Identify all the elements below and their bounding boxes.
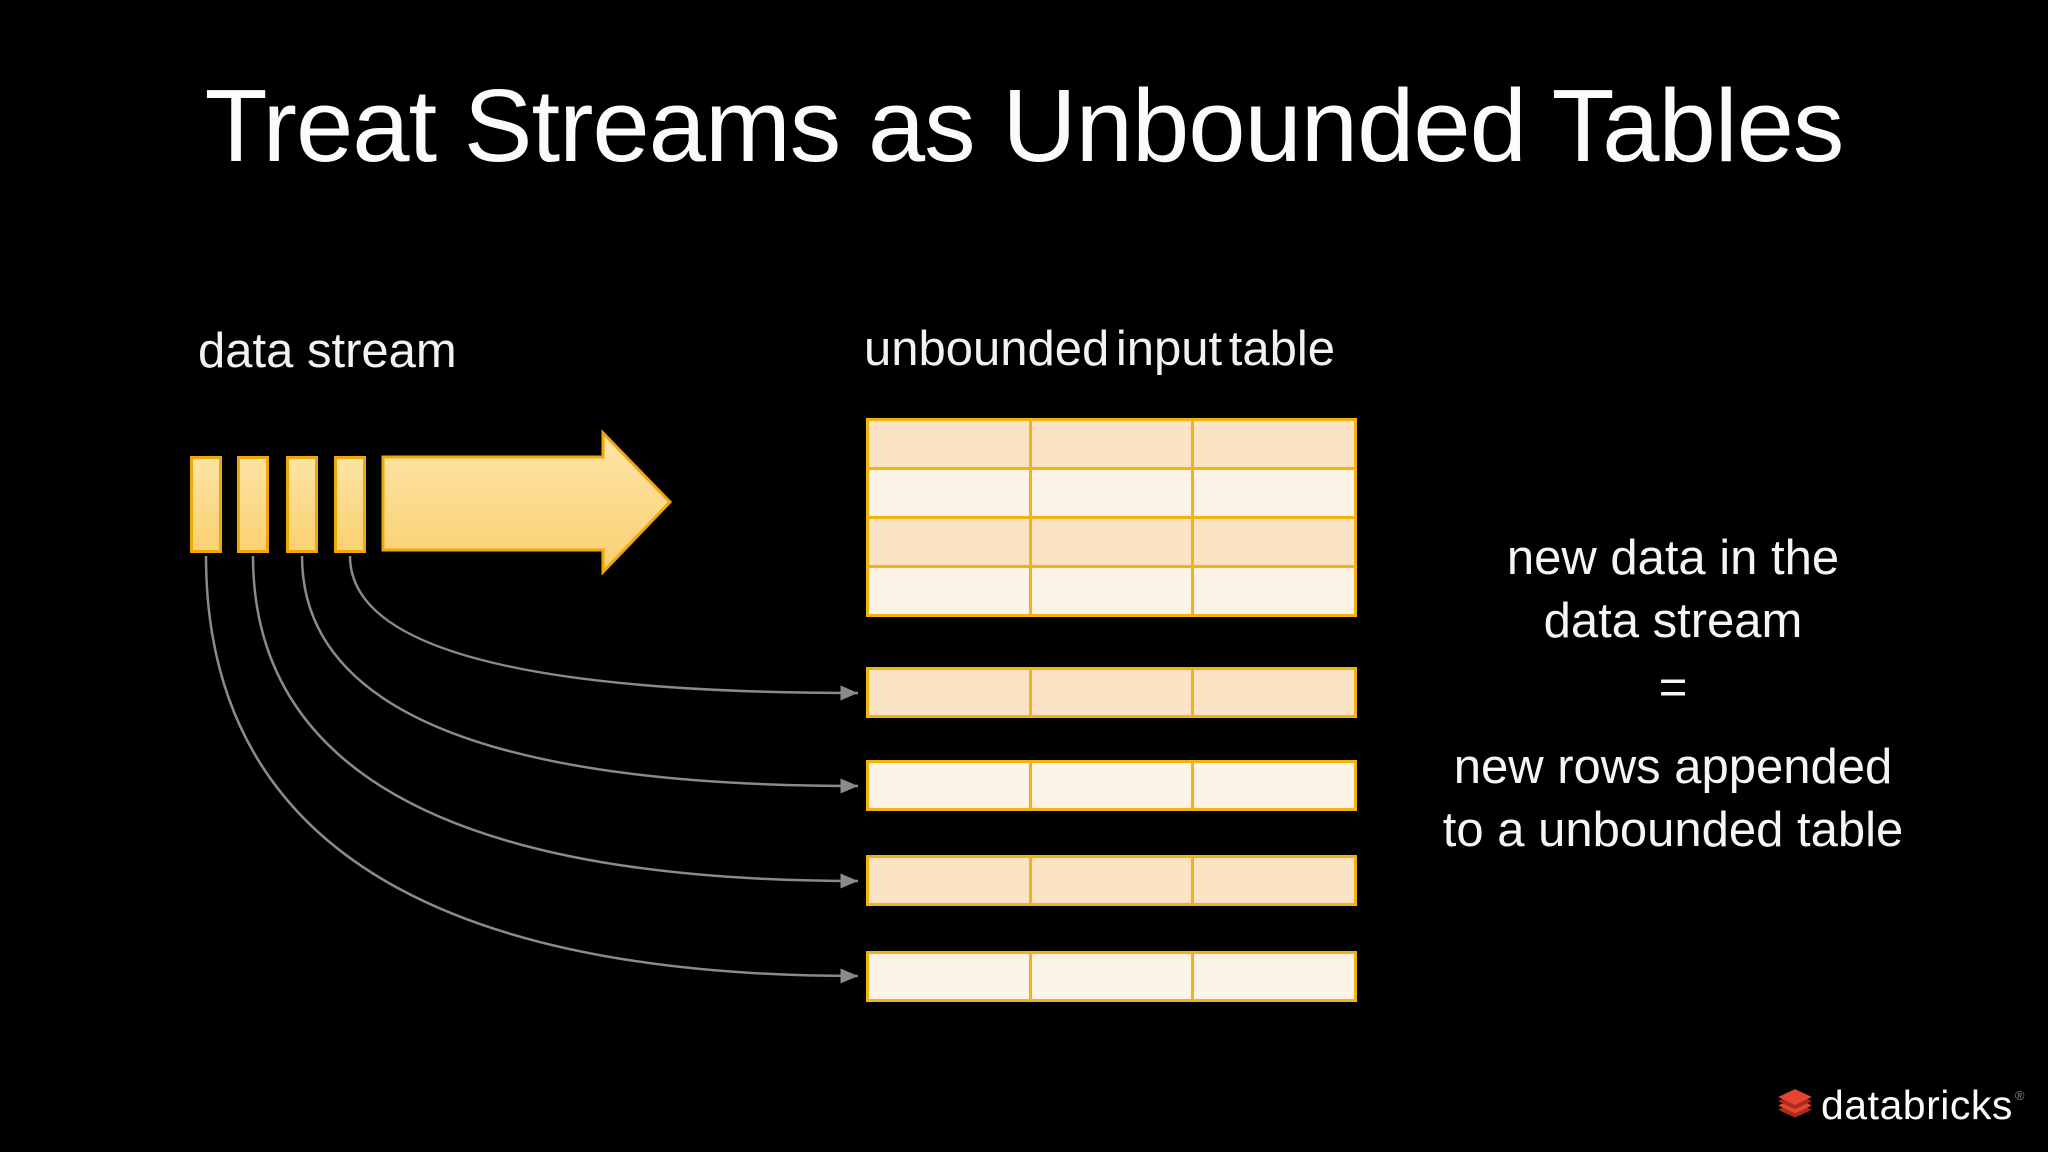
annotation-line: new data in the [1506,531,1840,585]
table-cell [1194,954,1354,999]
table-cell [1194,763,1354,808]
table-cell [1031,670,1192,715]
stream-segment-2 [237,456,269,553]
unbounded-input-table-label: unbounded input table [864,322,1335,376]
annotation-line: to a unbounded table [1442,803,1904,857]
trademark-symbol: ® [2014,1088,2025,1103]
appended-row-3 [866,855,1357,906]
table-cell [1194,519,1354,565]
table-cell [1031,568,1192,614]
table-cell [1031,763,1192,808]
connector-line-4 [204,555,859,984]
table-cell [1194,568,1354,614]
appended-row-2 [866,760,1357,811]
data-stream-label: data stream [198,324,457,378]
table-cell [869,568,1029,614]
table-cell [1194,470,1354,516]
table-cell [1031,954,1192,999]
databricks-logo: databricks ® [1776,1082,2024,1129]
equals-sign: = [1658,661,1688,715]
table-cell [869,858,1029,903]
table-cell [869,670,1029,715]
table-cell [869,763,1029,808]
page-title: Treat Streams as Unbounded Tables [204,68,1845,183]
table-cell [869,421,1029,467]
table-cell [1031,858,1192,903]
table-cell [869,519,1029,565]
databricks-wordmark: databricks [1821,1082,2013,1128]
stream-segment-4 [334,456,366,553]
appended-row-4 [866,951,1357,1002]
appended-row-1 [866,667,1357,718]
table-cell [1194,858,1354,903]
stream-arrow-icon [381,429,673,576]
table-cell [869,470,1029,516]
table-cell [1194,670,1354,715]
connector-line-3 [251,555,859,889]
databricks-bricks-icon [1778,1088,1812,1118]
table-cell [1031,421,1192,467]
table-cell [1194,421,1354,467]
annotation-block: new data in the data stream = new rows a… [1398,527,1948,862]
connector-line-2 [300,555,859,794]
annotation-line: new rows appended [1453,740,1893,794]
table-cell [1031,470,1192,516]
stream-segment-1 [190,456,222,553]
unbounded-input-table [866,418,1357,617]
annotation-line: data stream [1543,594,1803,648]
table-cell [1031,519,1192,565]
stream-segment-3 [286,456,318,553]
connector-line-1 [348,555,859,701]
table-cell [869,954,1029,999]
